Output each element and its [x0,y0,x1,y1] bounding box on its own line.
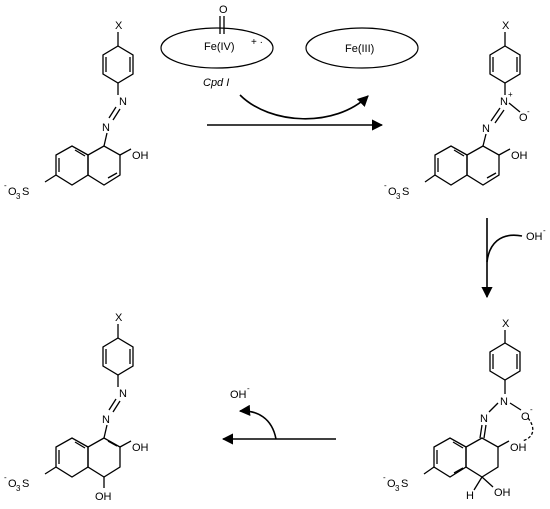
sulfonate-o-label: O [388,186,397,198]
sulfonate-o-label: O [387,478,396,490]
hydroxyl-label: OH [511,150,528,162]
hydroxyl-label: OH [132,150,149,162]
resting-state-label: Fe(III) [345,43,374,55]
amine-nitrogen-label: N [500,396,508,408]
sulfonate-s-label: S [22,186,29,198]
n-oxide-charge: - [530,405,533,414]
azoxy-oxygen-charge: - [527,107,530,116]
compound-azoxy-intermediate: X N + O - N OH - O 3 S [384,20,530,201]
oxo-label: O [219,4,228,16]
hydroxyl-label: OH [510,442,527,454]
azoxy-nitrogen-label: N [500,96,508,108]
hydroxide-in-charge: - [543,226,546,235]
substituent-x-label: X [502,318,510,330]
azo-nitrogen-label: N [482,123,490,135]
azo-nitrogen-label: N [119,96,127,108]
hydroxyl-label-para: OH [95,491,112,503]
substituent-x-label: X [115,20,123,32]
sulfonate-charge: - [4,473,7,482]
hydroxyl-label: OH [132,442,149,454]
geminal-h-label: H [466,490,474,502]
compound-i-ellipse: O Fe(IV) + · Cpd I [160,4,274,89]
compound-i-name: Cpd I [203,77,229,89]
compound-hydroxylated-intermediate: X N O - N OH H OH - O 3 S [383,318,534,502]
substituent-x-label: X [115,312,123,324]
imine-nitrogen-label: N [480,413,488,425]
azo-nitrogen-label-2: N [102,414,110,426]
sulfonate-subscript: 3 [16,192,21,201]
sulfonate-charge: - [4,181,7,190]
azo-nitrogen-label: N [119,388,127,400]
sulfonate-subscript: 3 [16,484,21,493]
sulfonate-s-label: S [22,478,29,490]
compound-azo-dye-substrate: X N N OH - O 3 S [4,20,149,201]
azoxy-charge: + [508,90,513,99]
hydroxide-out-charge: - [247,384,250,393]
sulfonate-subscript: 3 [395,484,400,493]
compound-hydroxylated-azo-product: X N N OH OH - O 3 S [4,312,149,503]
sulfonate-charge: - [383,473,386,482]
hydroxide-out-curved-arrow [238,404,277,440]
phenyl-ring [102,45,134,84]
azoxy-oxygen-label: O [519,112,528,124]
n-oxide-oxygen-label: O [521,411,530,423]
substituent-x-label: X [502,20,510,32]
compound-i-label: Fe(IV) [204,41,235,53]
geminal-oh-label: OH [494,487,511,499]
sulfonate-charge: - [384,181,387,190]
radical-cation-label: + · [251,37,263,48]
hydroxide-out-label: OH [230,389,247,401]
hydroxide-in-label: OH [526,231,543,243]
oxidant-curved-arrow [239,94,369,120]
sulfonate-subscript: 3 [396,192,401,201]
hydroxide-curved-arrow [486,234,523,263]
sulfonate-s-label: S [401,478,408,490]
hydrogen-bond [521,417,534,442]
resting-state-ellipse: Fe(III) [305,27,419,69]
sulfonate-s-label: S [402,186,409,198]
azo-nitrogen-label-2: N [102,122,110,134]
naphthalene-ring [55,145,121,186]
sulfonate-o-label: O [8,186,17,198]
sulfonate-o-label: O [8,478,17,490]
